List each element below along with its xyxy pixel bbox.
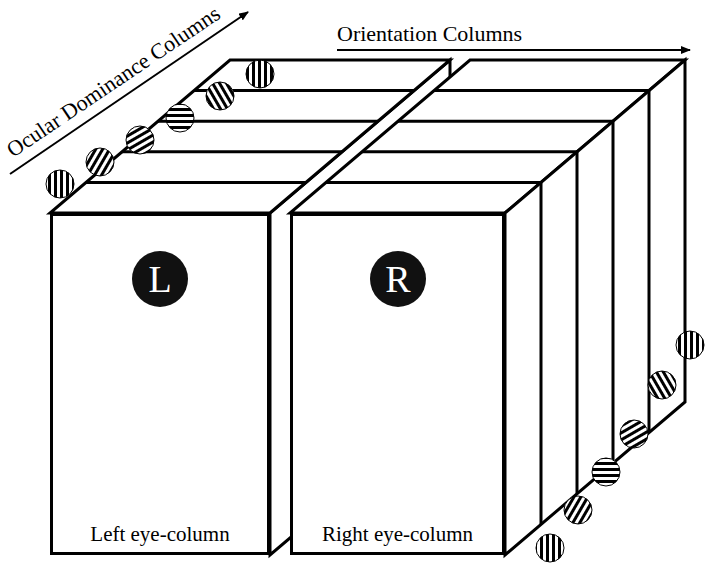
ocular-arrow — [10, 12, 248, 174]
orientation-arrow — [337, 49, 690, 51]
eye-letter: R — [370, 260, 426, 298]
orientation-label: Orientation Columns — [337, 22, 522, 46]
right-eye-column-box: Right eye-column R — [290, 213, 505, 555]
grating-stimuli — [46, 60, 704, 562]
right-eye-marker: R — [370, 251, 426, 307]
right-side-face — [505, 60, 685, 555]
left-eye-column-box: Left eye-column L — [50, 213, 270, 555]
column-label: Right eye-column — [293, 523, 502, 546]
eye-letter: L — [132, 260, 188, 298]
left-eye-marker: L — [132, 251, 188, 307]
right-side-slabs — [541, 91, 649, 525]
column-label: Left eye-column — [53, 523, 267, 546]
